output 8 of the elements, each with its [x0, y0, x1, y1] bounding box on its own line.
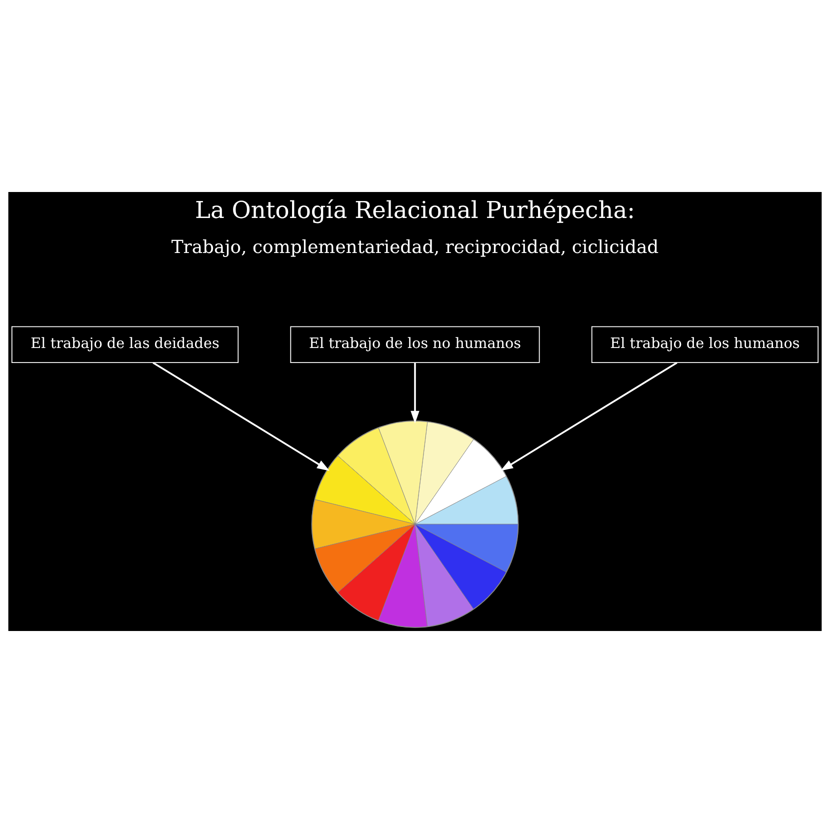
label: Trabajo, complementariedad, reciprocidad, ciclicidad	[171, 237, 659, 258]
arrow	[410, 362, 420, 424]
node-box: El trabajo de las deidades	[11, 326, 239, 364]
node-box: El trabajo de los humanos	[591, 326, 819, 364]
arrow	[500, 362, 678, 471]
node-box: El trabajo de los no humanos	[290, 326, 540, 364]
diagram-title: La Ontología Relacional Purhépecha:	[194, 196, 636, 224]
arrow	[152, 362, 330, 471]
